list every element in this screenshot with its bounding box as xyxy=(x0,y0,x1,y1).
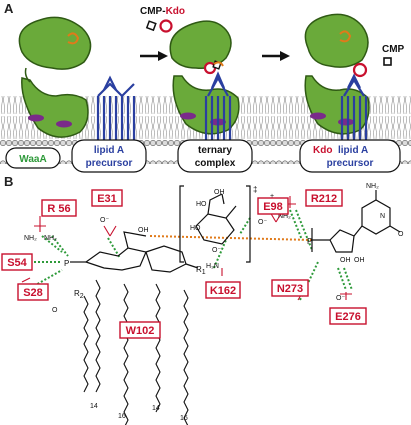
panel-b-letter: B xyxy=(4,174,13,189)
phosphate-p-left: P xyxy=(64,259,69,268)
cmp-kdo-icon xyxy=(145,19,173,33)
waaa-label: WaaA xyxy=(19,154,46,165)
ternary-label-line2: complex xyxy=(195,158,236,169)
ternary-label-box: ternary complex xyxy=(177,139,253,173)
r212-plus: + xyxy=(270,193,274,200)
chain-label-4: 16 xyxy=(180,415,188,422)
residue-e31-label: E31 xyxy=(97,193,117,205)
chain-label-1: 14 xyxy=(90,403,98,410)
nucleophilic-attack-line xyxy=(149,235,313,241)
lipid-a-label-line2: precursor xyxy=(86,158,133,169)
lipid-a-label-box: lipid A precursor xyxy=(71,139,147,173)
arrow-2 xyxy=(262,51,290,61)
k162-h3n: H₃N xyxy=(206,263,219,270)
e31-o-minus: O⁻ xyxy=(100,217,109,224)
cmp-ribose-oh-2: OH xyxy=(354,257,365,264)
backbone-oh-label: OH xyxy=(138,227,149,234)
residue-e31: E31 xyxy=(91,189,123,207)
cmp-kdo-cmp-part: CMP- xyxy=(140,6,166,17)
lipid-a-label-line1: lipid A xyxy=(94,145,124,156)
r1-label: R1 xyxy=(196,265,206,276)
ts-ho-2: HO xyxy=(190,225,201,232)
residue-w102-label: W102 xyxy=(126,325,155,337)
acyl-chains xyxy=(83,279,189,425)
r56-nh2-right: NH₂ xyxy=(44,235,57,242)
cmp-square-icon xyxy=(383,57,392,66)
ts-oh-1: OH xyxy=(214,189,225,196)
kdo-word-label: Kdo xyxy=(313,145,332,156)
phosphate-p-right: P xyxy=(307,237,312,246)
residue-n273: N273 xyxy=(271,279,309,297)
arrow-1 xyxy=(140,51,168,61)
cmp-ribose-oh-1: OH xyxy=(340,257,351,264)
cmp-nh2: NH₂ xyxy=(366,183,379,190)
r1-subscript: 1 xyxy=(202,269,206,276)
residue-s28: S28 xyxy=(17,283,49,301)
waaa-protein-open xyxy=(18,16,92,138)
ternary-label-line1: ternary xyxy=(198,145,232,156)
residue-r212-label: R212 xyxy=(311,193,337,205)
residue-n273-label: N273 xyxy=(277,283,303,295)
cmp-ring-n: N xyxy=(380,213,385,220)
residue-e98-label: E98 xyxy=(263,201,283,213)
r56-nh2-left: NH₂ xyxy=(24,235,37,242)
cmp-label: CMP xyxy=(382,44,405,55)
ts-ho-1: HO xyxy=(196,201,207,208)
lipid-a2-label-line2: precursor xyxy=(327,158,374,169)
kdo-lipid-a-label-box: Kdo lipid A precursor xyxy=(299,139,401,173)
panel-a-letter: A xyxy=(4,1,14,16)
e276-o-minus: O⁻ xyxy=(336,295,345,302)
cmp-kdo-kdo-part: Kdo xyxy=(166,6,185,17)
dagger-label: ‡ xyxy=(253,185,257,194)
e98-o-minus: O⁻ xyxy=(258,219,267,226)
residue-e98: E98 xyxy=(257,197,289,215)
residue-w102: W102 xyxy=(119,321,161,339)
r2-letter: R xyxy=(74,289,80,298)
r1-letter: R xyxy=(196,265,202,274)
chain-label-2: 16 xyxy=(118,413,126,420)
kdo-transition-state xyxy=(179,185,251,263)
lipid-a-precursor-2 xyxy=(204,71,232,148)
residue-r212: R212 xyxy=(305,189,343,207)
cmp-structure xyxy=(311,190,401,253)
lipid-a-kdo-product xyxy=(340,62,368,148)
cmp-ring-o: O xyxy=(398,231,404,238)
residue-s54: S54 xyxy=(1,253,33,271)
residue-r56-label: R 56 xyxy=(47,203,70,215)
waaa-label-box: WaaA xyxy=(5,147,61,169)
lipid-a-precursor-1 xyxy=(96,75,136,148)
lipid-a2-label-line1: lipid A xyxy=(338,145,368,156)
residue-r56: R 56 xyxy=(41,199,77,217)
cmp-kdo-label: CMP-Kdo xyxy=(140,6,185,17)
r212-nh2: NH₂ xyxy=(278,213,291,220)
residue-e276: E276 xyxy=(329,307,367,325)
residue-s54-label: S54 xyxy=(7,257,27,269)
residue-s28-label: S28 xyxy=(23,287,43,299)
ts-o-minus: O⁻ xyxy=(212,247,221,254)
residue-k162: K162 xyxy=(205,281,241,299)
r2-subscript: 2 xyxy=(80,293,84,300)
residue-e276-label: E276 xyxy=(335,311,361,323)
waaa-protein-ternary xyxy=(169,20,240,135)
r2-label: R2 xyxy=(74,289,84,300)
chain-label-3: 14 xyxy=(152,405,160,412)
lipid-a-backbone xyxy=(70,231,199,273)
residue-k162-label: K162 xyxy=(210,285,236,297)
backbone-o-label: O xyxy=(52,307,58,314)
